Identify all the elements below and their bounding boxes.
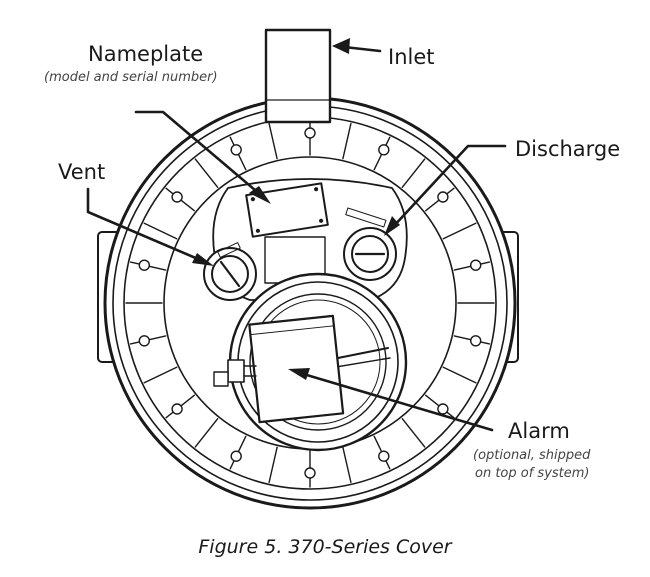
bolt-hole — [437, 191, 449, 203]
bolt-hole — [230, 144, 242, 156]
alarm-note-line2: on top of system) — [475, 466, 590, 481]
inlet-pipe — [264, 28, 332, 124]
cover-rib — [342, 446, 352, 484]
inlet-leader — [342, 45, 382, 53]
vent-arrowhead — [192, 253, 214, 266]
bolt-hole — [378, 450, 390, 462]
nameplate-label: Nameplate — [88, 42, 204, 66]
bolt-hole — [138, 259, 151, 271]
bolt-hole — [171, 191, 183, 203]
cover-rib — [401, 418, 426, 448]
bolt-hole — [470, 259, 482, 271]
alarm-leader — [298, 371, 494, 432]
bolt-hole — [138, 335, 151, 347]
bolt-hole — [304, 467, 316, 479]
cover-rib — [342, 122, 352, 160]
discharge-port — [343, 207, 397, 281]
nameplate-leader — [134, 110, 264, 198]
cover-rib — [143, 222, 178, 240]
bolt-hole — [470, 335, 482, 347]
alarm-label: Alarm — [508, 419, 570, 443]
cover-rib — [442, 366, 477, 384]
alarm-note-line1: (optional, shipped — [473, 448, 591, 463]
alarm-arrowhead — [288, 368, 310, 380]
discharge-leader — [390, 144, 507, 230]
figure-caption: Figure 5. 370-Series Cover — [198, 536, 452, 558]
cover-rib — [194, 418, 219, 448]
nameplate-note: (model and serial number) — [44, 70, 218, 85]
cover-rib — [442, 222, 477, 240]
cover-ribs — [125, 118, 495, 488]
alarm-connector — [213, 359, 257, 387]
bolt-hole — [437, 403, 449, 415]
nameplate-arrowhead — [249, 186, 271, 204]
vent-leader — [86, 187, 207, 264]
discharge-arrowhead — [384, 216, 400, 236]
inlet-label: Inlet — [388, 45, 435, 69]
cover-rib — [143, 366, 178, 384]
cover-rib — [268, 446, 278, 484]
bolt-hole — [230, 450, 242, 462]
bolt-hole — [304, 127, 316, 139]
bolt-hole — [171, 403, 183, 415]
nameplate-plate — [245, 182, 329, 238]
cover-bolts — [138, 127, 482, 479]
discharge-label: Discharge — [515, 137, 621, 161]
inlet-arrowhead — [332, 38, 350, 54]
vent-label: Vent — [58, 160, 106, 184]
vent-port — [203, 242, 257, 301]
bolt-hole — [378, 144, 390, 156]
cover-rib — [268, 122, 278, 160]
cover-rib — [194, 158, 219, 189]
cover-rib — [401, 158, 426, 189]
